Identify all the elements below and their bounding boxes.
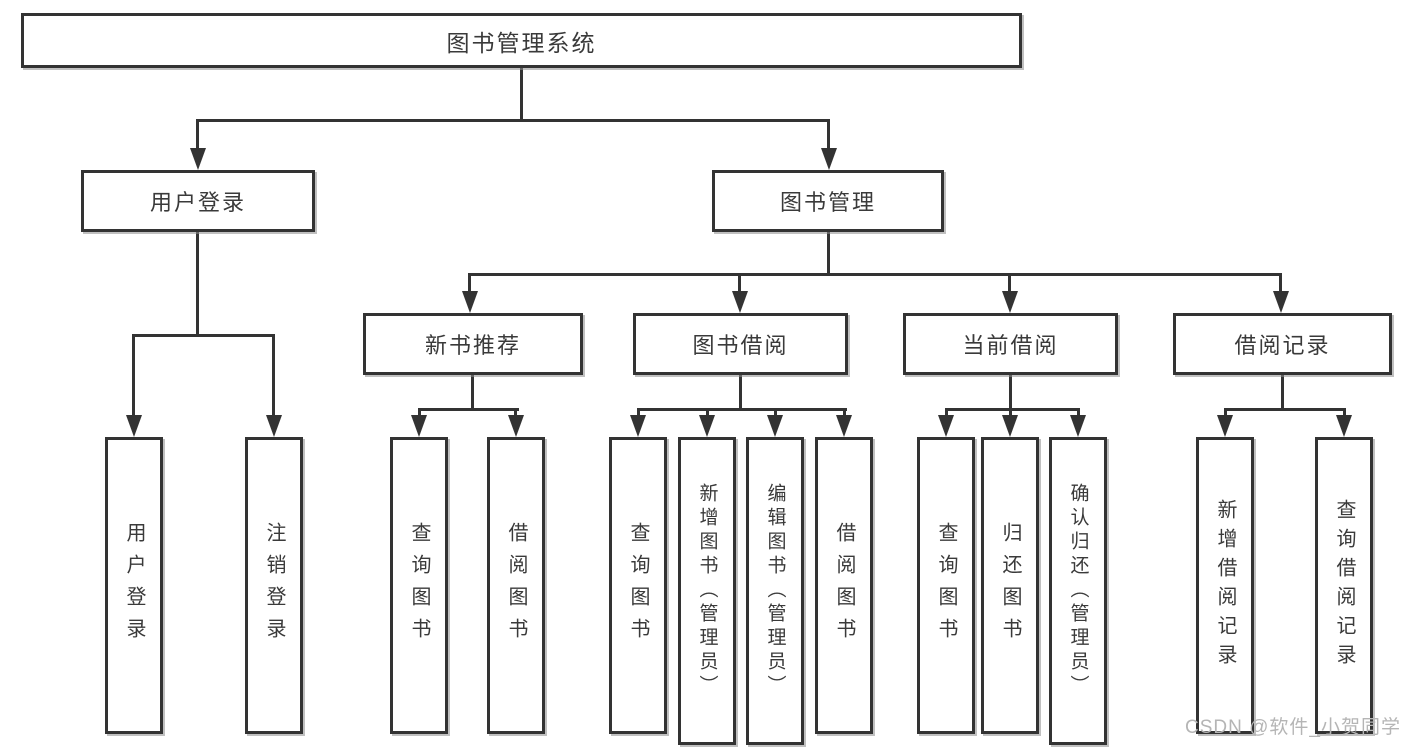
node-user-login-label: 用户登录 — [149, 190, 246, 215]
arrow-down-icon — [1070, 415, 1086, 437]
node-book-borrow-label: 图书借阅 — [692, 333, 789, 358]
edge-v — [196, 119, 199, 150]
edge-h — [196, 119, 830, 122]
edge-v — [739, 375, 742, 410]
edge-v — [272, 334, 275, 417]
edge-v — [468, 273, 471, 293]
csdn-watermark: CSDN @软件_小贺同学 — [1185, 717, 1401, 738]
edge-v — [514, 408, 517, 418]
edge-v — [520, 68, 523, 120]
arrow-down-icon — [462, 291, 478, 313]
leaf-user-login: 用户登录 — [105, 437, 163, 734]
edge-h — [945, 408, 1080, 411]
edge-v — [706, 408, 709, 418]
edge-v — [1009, 408, 1012, 418]
edge-v — [196, 232, 199, 337]
edge-v — [945, 408, 948, 418]
arrow-down-icon — [1336, 415, 1352, 437]
edge-v — [774, 408, 777, 418]
leaf-confirm-return-admin: 确认归还（管理员） — [1049, 437, 1107, 745]
leaf-add-book-admin: 新增图书（管理员） — [678, 437, 736, 745]
arrow-down-icon — [732, 291, 748, 313]
edge-h — [418, 408, 519, 411]
arrow-down-icon — [1273, 291, 1289, 313]
edge-h — [1224, 408, 1346, 411]
arrow-down-icon — [411, 415, 427, 437]
edge-v — [827, 119, 830, 150]
leaf-return-book: 归还图书 — [981, 437, 1039, 734]
arrow-down-icon — [767, 415, 783, 437]
node-current-borrow: 当前借阅 — [903, 313, 1118, 375]
edge-v — [1281, 375, 1284, 410]
edge-v — [471, 375, 474, 410]
arrow-down-icon — [1217, 415, 1233, 437]
node-current-borrow-label: 当前借阅 — [962, 333, 1059, 358]
node-borrow-record: 借阅记录 — [1173, 313, 1392, 375]
node-book-management: 图书管理 — [712, 170, 944, 232]
arrow-down-icon — [190, 148, 206, 170]
node-root: 图书管理系统 — [21, 13, 1022, 68]
edge-v — [132, 334, 135, 417]
leaf-borrow-book: 借阅图书 — [815, 437, 873, 734]
arrow-down-icon — [938, 415, 954, 437]
node-new-book-recommend: 新书推荐 — [363, 313, 583, 375]
node-new-book-recommend-label: 新书推荐 — [424, 333, 521, 358]
edge-v — [1224, 408, 1227, 418]
leaf-borrow-book: 借阅图书 — [487, 437, 545, 734]
leaf-query-book: 查询图书 — [917, 437, 975, 734]
arrow-down-icon — [508, 415, 524, 437]
leaf-logout: 注销登录 — [245, 437, 303, 734]
edge-v — [843, 408, 846, 418]
edge-v — [827, 232, 830, 275]
arrow-down-icon — [821, 148, 837, 170]
leaf-query-book: 查询图书 — [390, 437, 448, 734]
node-book-borrow: 图书借阅 — [633, 313, 848, 375]
edge-h — [468, 273, 1282, 276]
edge-v — [1008, 273, 1011, 293]
edge-v — [1279, 273, 1282, 293]
node-root-label: 图书管理系统 — [446, 29, 597, 56]
arrow-down-icon — [836, 415, 852, 437]
edge-v — [1009, 375, 1012, 410]
arrow-down-icon — [266, 415, 282, 437]
edge-v — [418, 408, 421, 418]
leaf-edit-book-admin: 编辑图书（管理员） — [746, 437, 804, 745]
node-book-management-label: 图书管理 — [779, 190, 876, 215]
edge-v — [1343, 408, 1346, 418]
arrow-down-icon — [699, 415, 715, 437]
arrow-down-icon — [630, 415, 646, 437]
leaf-query-book: 查询图书 — [609, 437, 667, 734]
edge-v — [1077, 408, 1080, 418]
arrow-down-icon — [126, 415, 142, 437]
edge-v — [738, 273, 741, 293]
edge-h — [637, 408, 847, 411]
node-borrow-record-label: 借阅记录 — [1234, 333, 1331, 358]
arrow-down-icon — [1002, 415, 1018, 437]
node-user-login: 用户登录 — [81, 170, 315, 232]
edge-v — [637, 408, 640, 418]
edge-h — [132, 334, 275, 337]
leaf-add-borrow-record: 新增借阅记录 — [1196, 437, 1254, 734]
arrow-down-icon — [1002, 291, 1018, 313]
leaf-query-borrow-record: 查询借阅记录 — [1315, 437, 1373, 734]
